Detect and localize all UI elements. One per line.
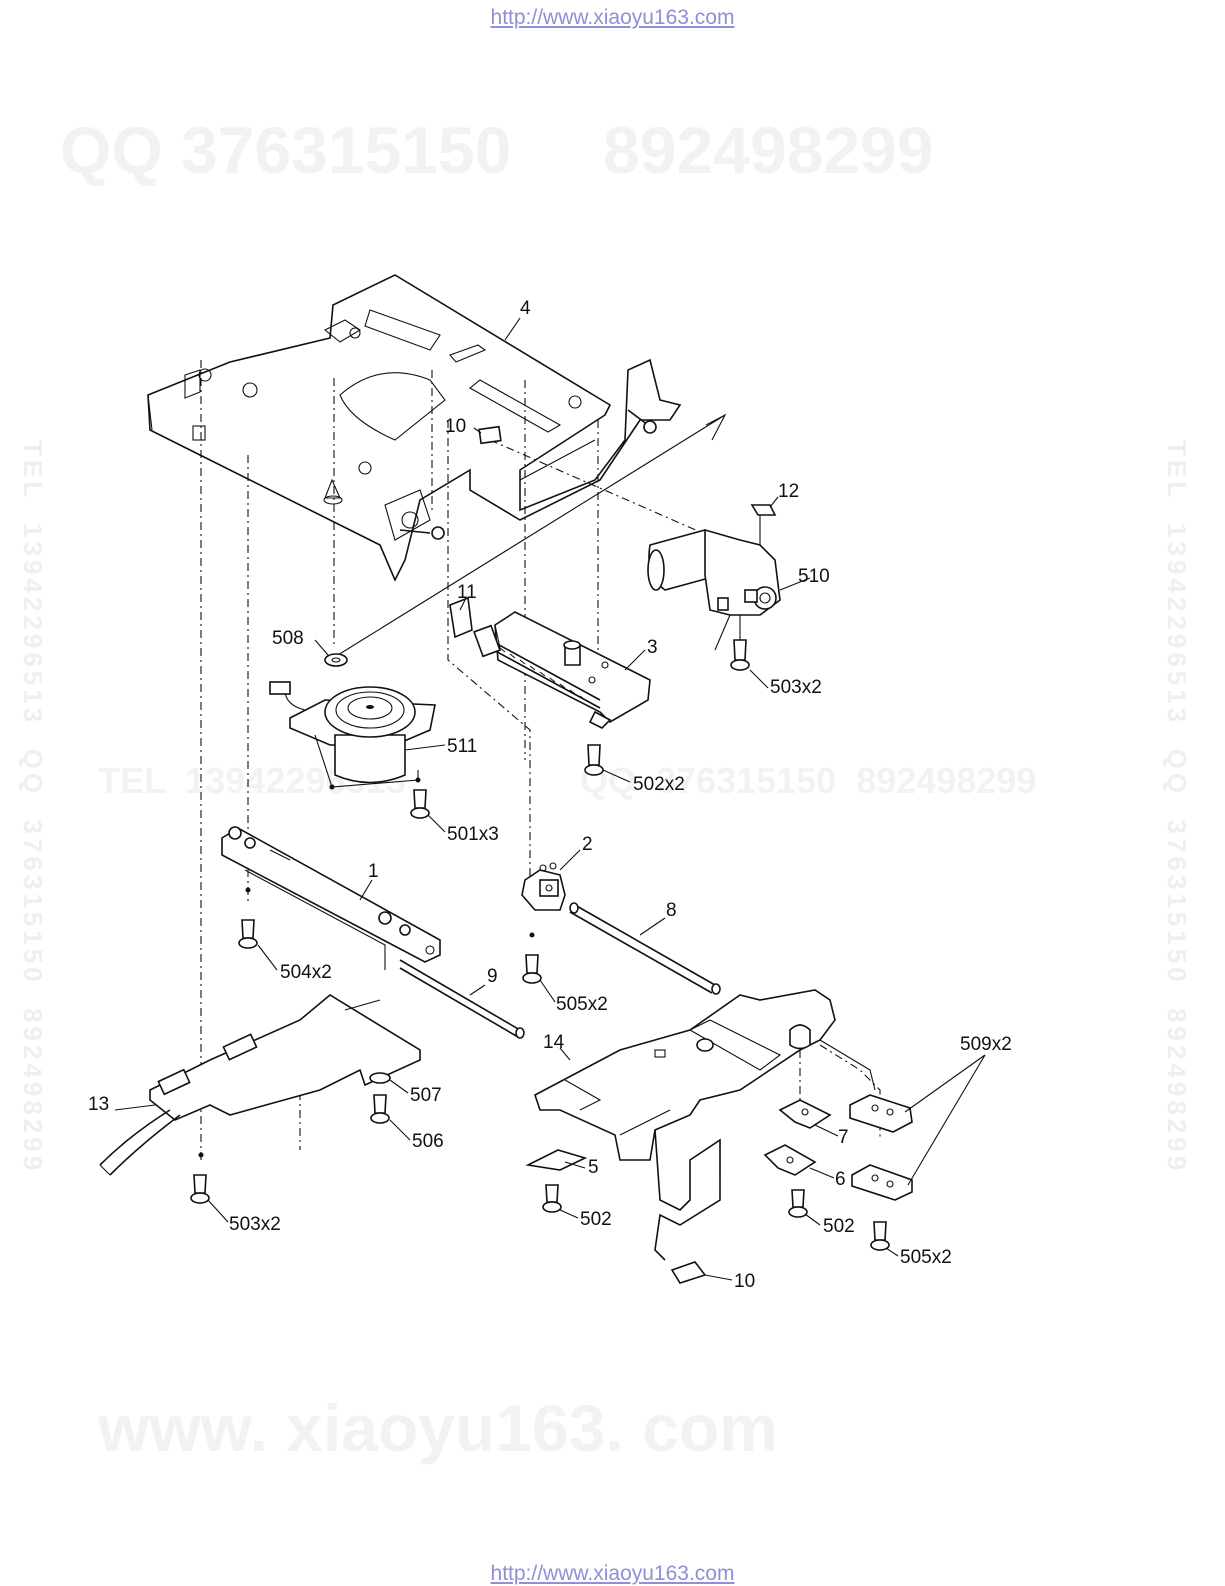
label-part-8: 8 [666, 900, 677, 921]
screw-icon [730, 639, 750, 671]
label-part-4: 4 [520, 298, 531, 319]
sled-feed-part-3 [473, 611, 651, 729]
label-part-14: 14 [543, 1032, 565, 1053]
label-part-7: 7 [838, 1127, 849, 1148]
axis-arrow [705, 413, 727, 441]
label-part-504x2: 504x2 [280, 962, 332, 983]
screw-icon [870, 1221, 890, 1251]
label-part-503x2-upper: 503x2 [770, 677, 822, 698]
sheet-part-12 [750, 504, 777, 516]
label-part-505x2-lower: 505x2 [900, 1247, 952, 1268]
label-part-9: 9 [487, 966, 498, 987]
washer-part-507 [369, 1072, 391, 1084]
label-part-13: 13 [88, 1094, 109, 1115]
screw-icon [190, 1174, 210, 1204]
plate-part-7 [778, 1099, 832, 1129]
label-part-505x2-upper: 505x2 [556, 994, 608, 1015]
label-part-502-left: 502 [580, 1209, 612, 1230]
screw-icon [370, 1094, 390, 1124]
shaft-holder-part-2 [521, 862, 566, 938]
pad-part-10-top [478, 425, 502, 445]
guide-shaft-part-9 [399, 959, 525, 1039]
guide-bracket-part-1 [221, 826, 441, 970]
board-part-13 [99, 994, 421, 1176]
label-part-502-right: 502 [823, 1216, 855, 1237]
label-part-508: 508 [272, 628, 304, 649]
label-part-506: 506 [412, 1131, 444, 1152]
plate-part-6 [763, 1144, 817, 1176]
label-part-12: 12 [778, 481, 799, 502]
label-part-501x3: 501x3 [447, 824, 499, 845]
watermark-top: QQ 376315150 892498299 [60, 113, 934, 187]
watermark-bottom: www. xiaoyu163. com [98, 1391, 778, 1465]
label-part-5: 5 [588, 1157, 599, 1178]
label-part-3: 3 [647, 637, 658, 658]
label-part-6: 6 [835, 1169, 846, 1190]
footer-url[interactable]: http://www.xiaoyu163.com [490, 1562, 735, 1585]
axis-line [337, 414, 726, 656]
block-part-509-lower [851, 1164, 913, 1201]
label-part-1: 1 [368, 861, 379, 882]
label-part-509x2: 509x2 [960, 1034, 1012, 1055]
screw-icon [522, 954, 542, 984]
label-part-511: 511 [447, 736, 477, 757]
leader-lines [114, 317, 986, 1281]
sled-motor-part-510 [647, 528, 781, 651]
screw-icon [410, 789, 430, 819]
label-part-510: 510 [798, 566, 830, 587]
guide-shaft-part-8 [569, 902, 721, 995]
label-part-507: 507 [410, 1085, 442, 1106]
pad-part-10-bottom [670, 1261, 707, 1284]
chassis-frame-part [147, 274, 682, 582]
pad-part-11 [449, 596, 473, 639]
screw-icon [788, 1189, 808, 1218]
label-part-2: 2 [582, 834, 593, 855]
spindle-motor-part-511 [269, 681, 436, 790]
label-part-10-top: 10 [445, 416, 466, 437]
optical-pickup-part-14 [534, 989, 876, 1261]
watermark-middle-right: QQ 376315150 892498299 [580, 760, 1037, 801]
screw-icon [238, 919, 258, 949]
header-url[interactable]: http://www.xiaoyu163.com [490, 6, 735, 29]
spacer-part-508 [324, 653, 348, 667]
label-part-10-bottom: 10 [734, 1271, 755, 1292]
bracket-part-5 [525, 1149, 588, 1171]
label-part-11: 11 [457, 582, 477, 603]
screw-icon [584, 744, 604, 776]
block-part-509-upper [849, 1094, 913, 1133]
label-part-502x2: 502x2 [633, 774, 685, 795]
label-part-503x2-lower: 503x2 [229, 1214, 281, 1235]
screw-icon [542, 1184, 562, 1213]
